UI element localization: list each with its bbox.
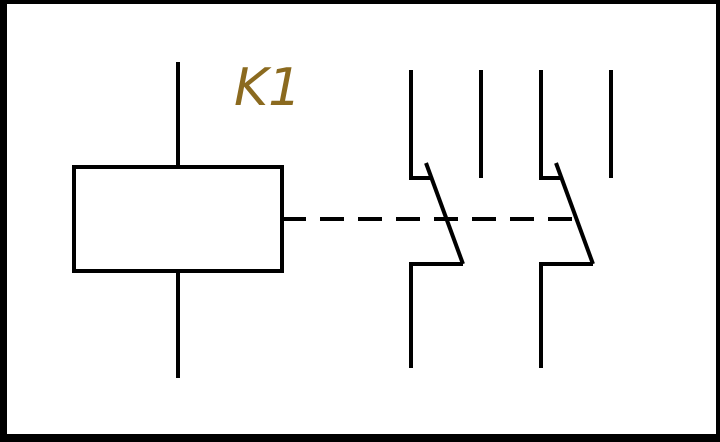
contact-2-nc-terminal bbox=[539, 70, 562, 180]
contact-1 bbox=[409, 70, 483, 368]
contact-1-blade bbox=[424, 162, 465, 265]
contact-2-blade bbox=[554, 162, 595, 265]
contact-1-common-terminal bbox=[409, 262, 463, 368]
relay-label: K1 bbox=[234, 58, 301, 118]
contact-2 bbox=[539, 70, 613, 368]
relay-coil bbox=[72, 165, 284, 273]
contact-1-nc-terminal bbox=[409, 70, 432, 180]
contact-2-common-terminal bbox=[539, 262, 593, 368]
